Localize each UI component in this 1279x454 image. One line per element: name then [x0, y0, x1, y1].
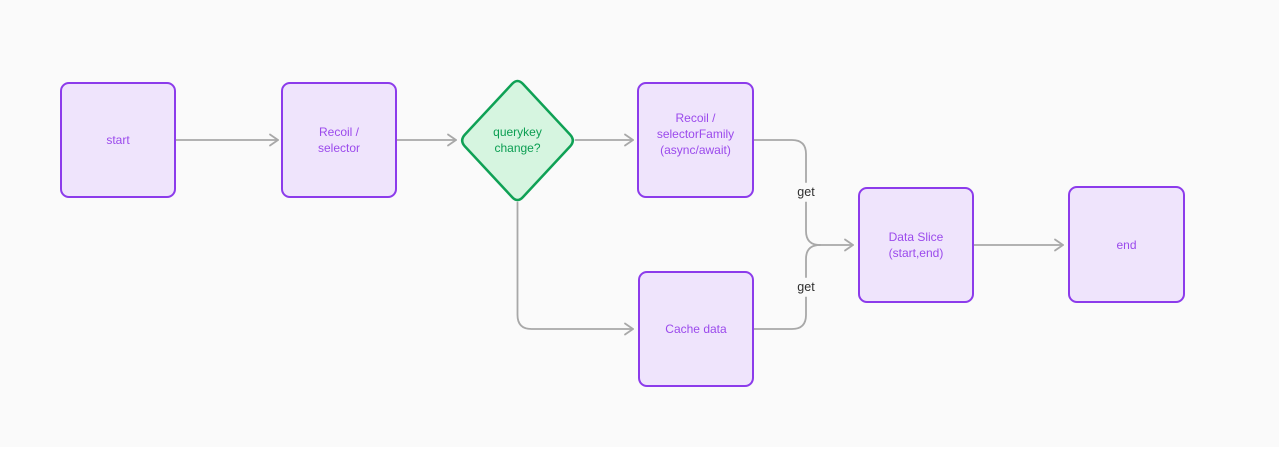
node-data-slice-label: Data Slice (start,end) [889, 229, 944, 261]
node-selector-family-line3: (async/await) [660, 143, 731, 157]
node-cache-data-label: Cache data [665, 321, 726, 337]
node-querykey-change-line1: querykey [493, 125, 542, 139]
edge-diamond-to-cache [516, 201, 634, 336]
node-end-label-line: end [1116, 237, 1137, 252]
node-recoil-selector[interactable]: Recoil / selector [281, 82, 397, 198]
node-recoil-selector-line2: selector [317, 141, 361, 155]
node-start-label: start [106, 132, 129, 148]
edge-label-get-bottom: get [792, 277, 820, 297]
node-recoil-selector-label: Recoil / selector [318, 124, 360, 156]
node-querykey-change-label: querykey change? [493, 124, 542, 156]
edge-label-get-top: get [792, 182, 820, 202]
node-cache-data-line: Cache data [665, 322, 727, 336]
node-start[interactable]: start [60, 82, 176, 198]
node-data-slice-line1: Data Slice [888, 230, 944, 244]
node-start-label-line: start [106, 133, 130, 147]
diamond-shape [460, 79, 575, 201]
node-data-slice-line2: (start,end) [888, 246, 944, 260]
node-querykey-change[interactable]: querykey change? [455, 74, 580, 207]
node-end[interactable]: end [1068, 186, 1185, 303]
node-selector-family-line2: selectorFamily [656, 127, 735, 141]
node-selector-family[interactable]: Recoil / selectorFamily (async/await) [637, 82, 754, 198]
node-querykey-change-line2: change? [494, 141, 541, 155]
canvas-bottom-edge [0, 447, 1279, 454]
node-selector-family-line1: Recoil / [675, 111, 716, 125]
node-data-slice[interactable]: Data Slice (start,end) [858, 187, 974, 303]
node-recoil-selector-line1: Recoil / [318, 125, 359, 139]
node-selector-family-label: Recoil / selectorFamily (async/await) [657, 110, 734, 158]
node-end-label: end [1116, 237, 1136, 253]
node-cache-data[interactable]: Cache data [638, 271, 754, 387]
